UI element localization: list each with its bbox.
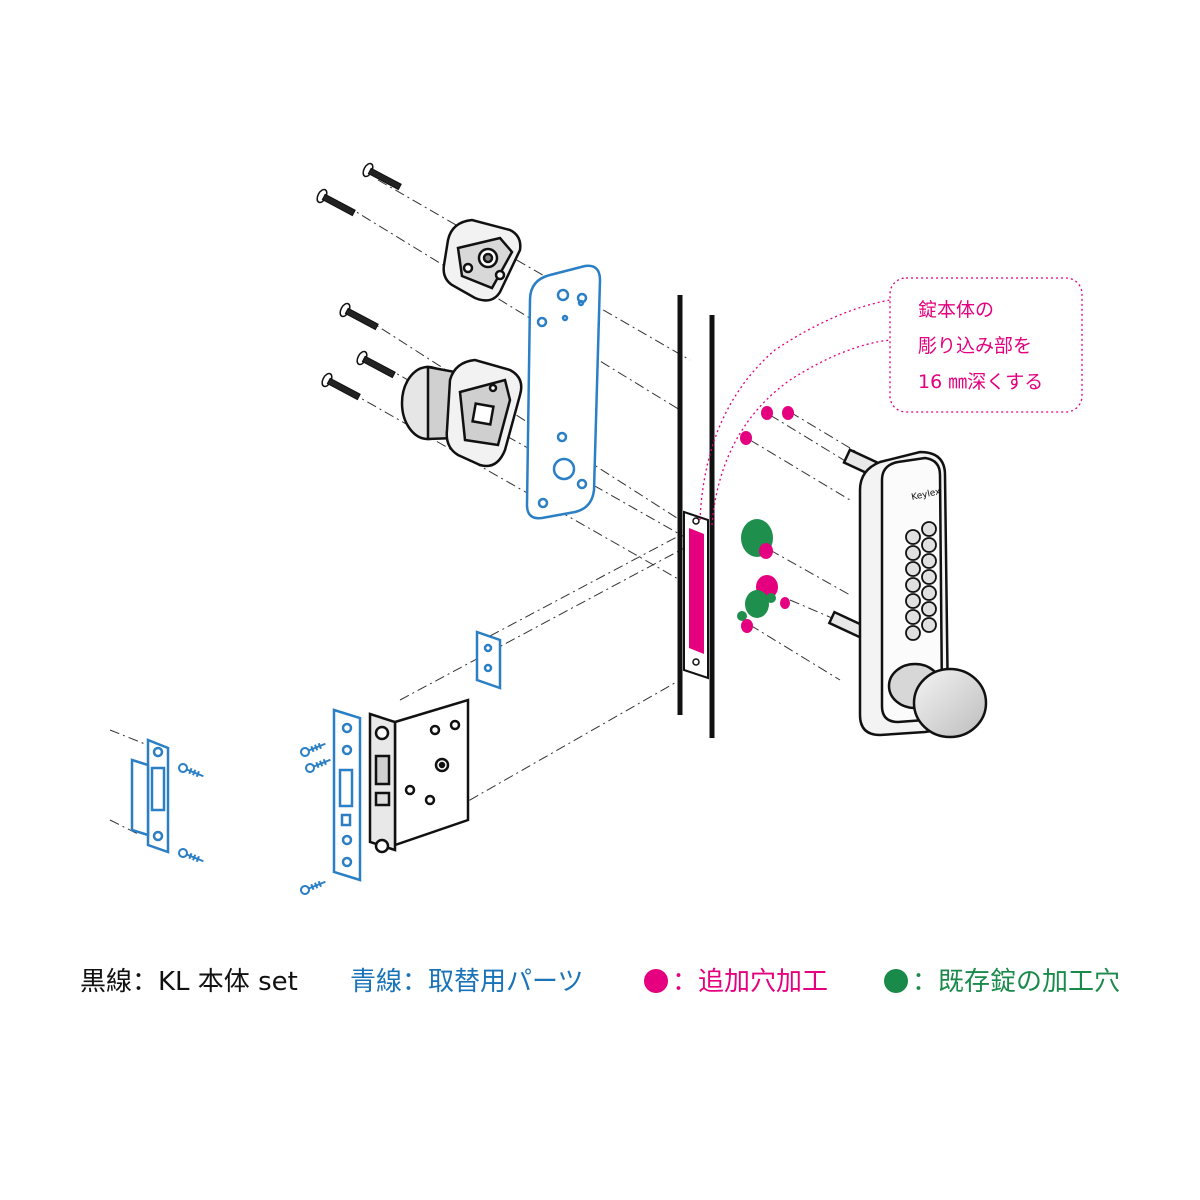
added-hole: [761, 406, 773, 420]
wood-screws: [178, 742, 331, 895]
legend-pink: ：追加穴加工: [644, 962, 828, 1002]
green-dot-icon: [884, 969, 908, 993]
upper-screws: [316, 162, 402, 401]
existing-hole: [745, 590, 769, 618]
callout-line-3: 16 ㎜深くする: [918, 371, 1043, 393]
added-hole: [782, 406, 794, 420]
keypad-buttons: [905, 521, 937, 641]
added-hole: [741, 619, 753, 633]
upper-bracket: [442, 218, 522, 302]
front-plate-replacement: [332, 708, 362, 882]
keypad-lock-unit: Keylex: [827, 448, 988, 739]
mortise-pocket: [683, 510, 709, 680]
callout: 錠本体の 彫り込み部を 16 ㎜深くする: [699, 277, 1083, 526]
cylinder-assembly: [400, 358, 523, 468]
callout-line-2: 彫り込み部を: [918, 335, 1032, 357]
added-hole: [780, 597, 790, 609]
legend-green: ：既存錠の加工穴: [884, 962, 1120, 1002]
latch-plate-small: [475, 630, 502, 690]
existing-hole: [737, 611, 747, 621]
legend-black: 黒線：KL 本体 set: [80, 962, 298, 1002]
legend-blue: 青線：取替用パーツ: [350, 962, 583, 1002]
callout-line-1: 錠本体の: [918, 299, 994, 321]
legend-black-text: 黒線：KL 本体 set: [80, 967, 298, 997]
legend-pink-text: ：追加穴加工: [672, 967, 829, 997]
legend-blue-text: 青線：取替用パーツ: [350, 967, 584, 997]
knob: [912, 667, 988, 739]
legend-green-text: ：既存錠の加工穴: [912, 967, 1121, 997]
existing-hole: [766, 593, 776, 603]
added-hole: [740, 431, 752, 445]
mortise-lock-body: [368, 698, 470, 854]
strike-plate: [130, 738, 170, 854]
hole-markers: [737, 406, 794, 633]
added-hole: [759, 543, 773, 559]
door-edge: [677, 295, 715, 738]
backplate-replacement: [525, 264, 602, 520]
pink-dot-icon: [644, 969, 668, 993]
